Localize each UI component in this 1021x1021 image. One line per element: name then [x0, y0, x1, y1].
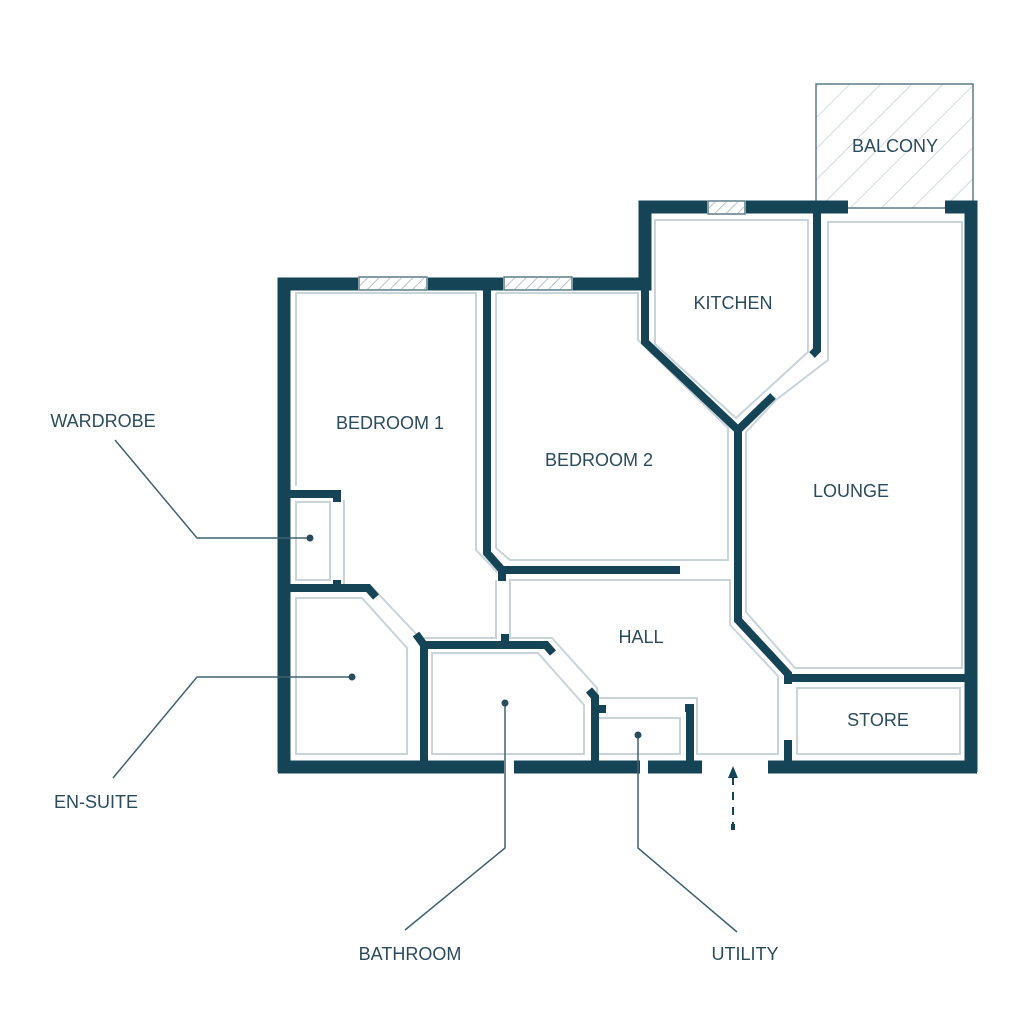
- label-store: STORE: [847, 710, 909, 730]
- entrance-arrow-icon: [728, 766, 738, 830]
- label-balcony: BALCONY: [852, 136, 938, 156]
- callout-ensuite: EN-SUITE: [54, 673, 356, 812]
- label-bathroom: BATHROOM: [359, 944, 462, 964]
- walls: [277, 200, 978, 774]
- label-utility: UTILITY: [711, 944, 778, 964]
- callout-utility: UTILITY: [634, 731, 779, 964]
- label-kitchen: KITCHEN: [693, 293, 772, 313]
- label-bedroom2: BEDROOM 2: [545, 450, 653, 470]
- callout-bathroom: BATHROOM: [359, 699, 509, 964]
- windows: [358, 200, 746, 291]
- label-lounge: LOUNGE: [813, 481, 889, 501]
- callout-wardrobe: WARDROBE: [50, 411, 314, 542]
- label-ensuite: EN-SUITE: [54, 792, 138, 812]
- balcony: [815, 83, 974, 209]
- label-wardrobe: WARDROBE: [50, 411, 155, 431]
- label-bedroom1: BEDROOM 1: [336, 413, 444, 433]
- label-hall: HALL: [618, 627, 663, 647]
